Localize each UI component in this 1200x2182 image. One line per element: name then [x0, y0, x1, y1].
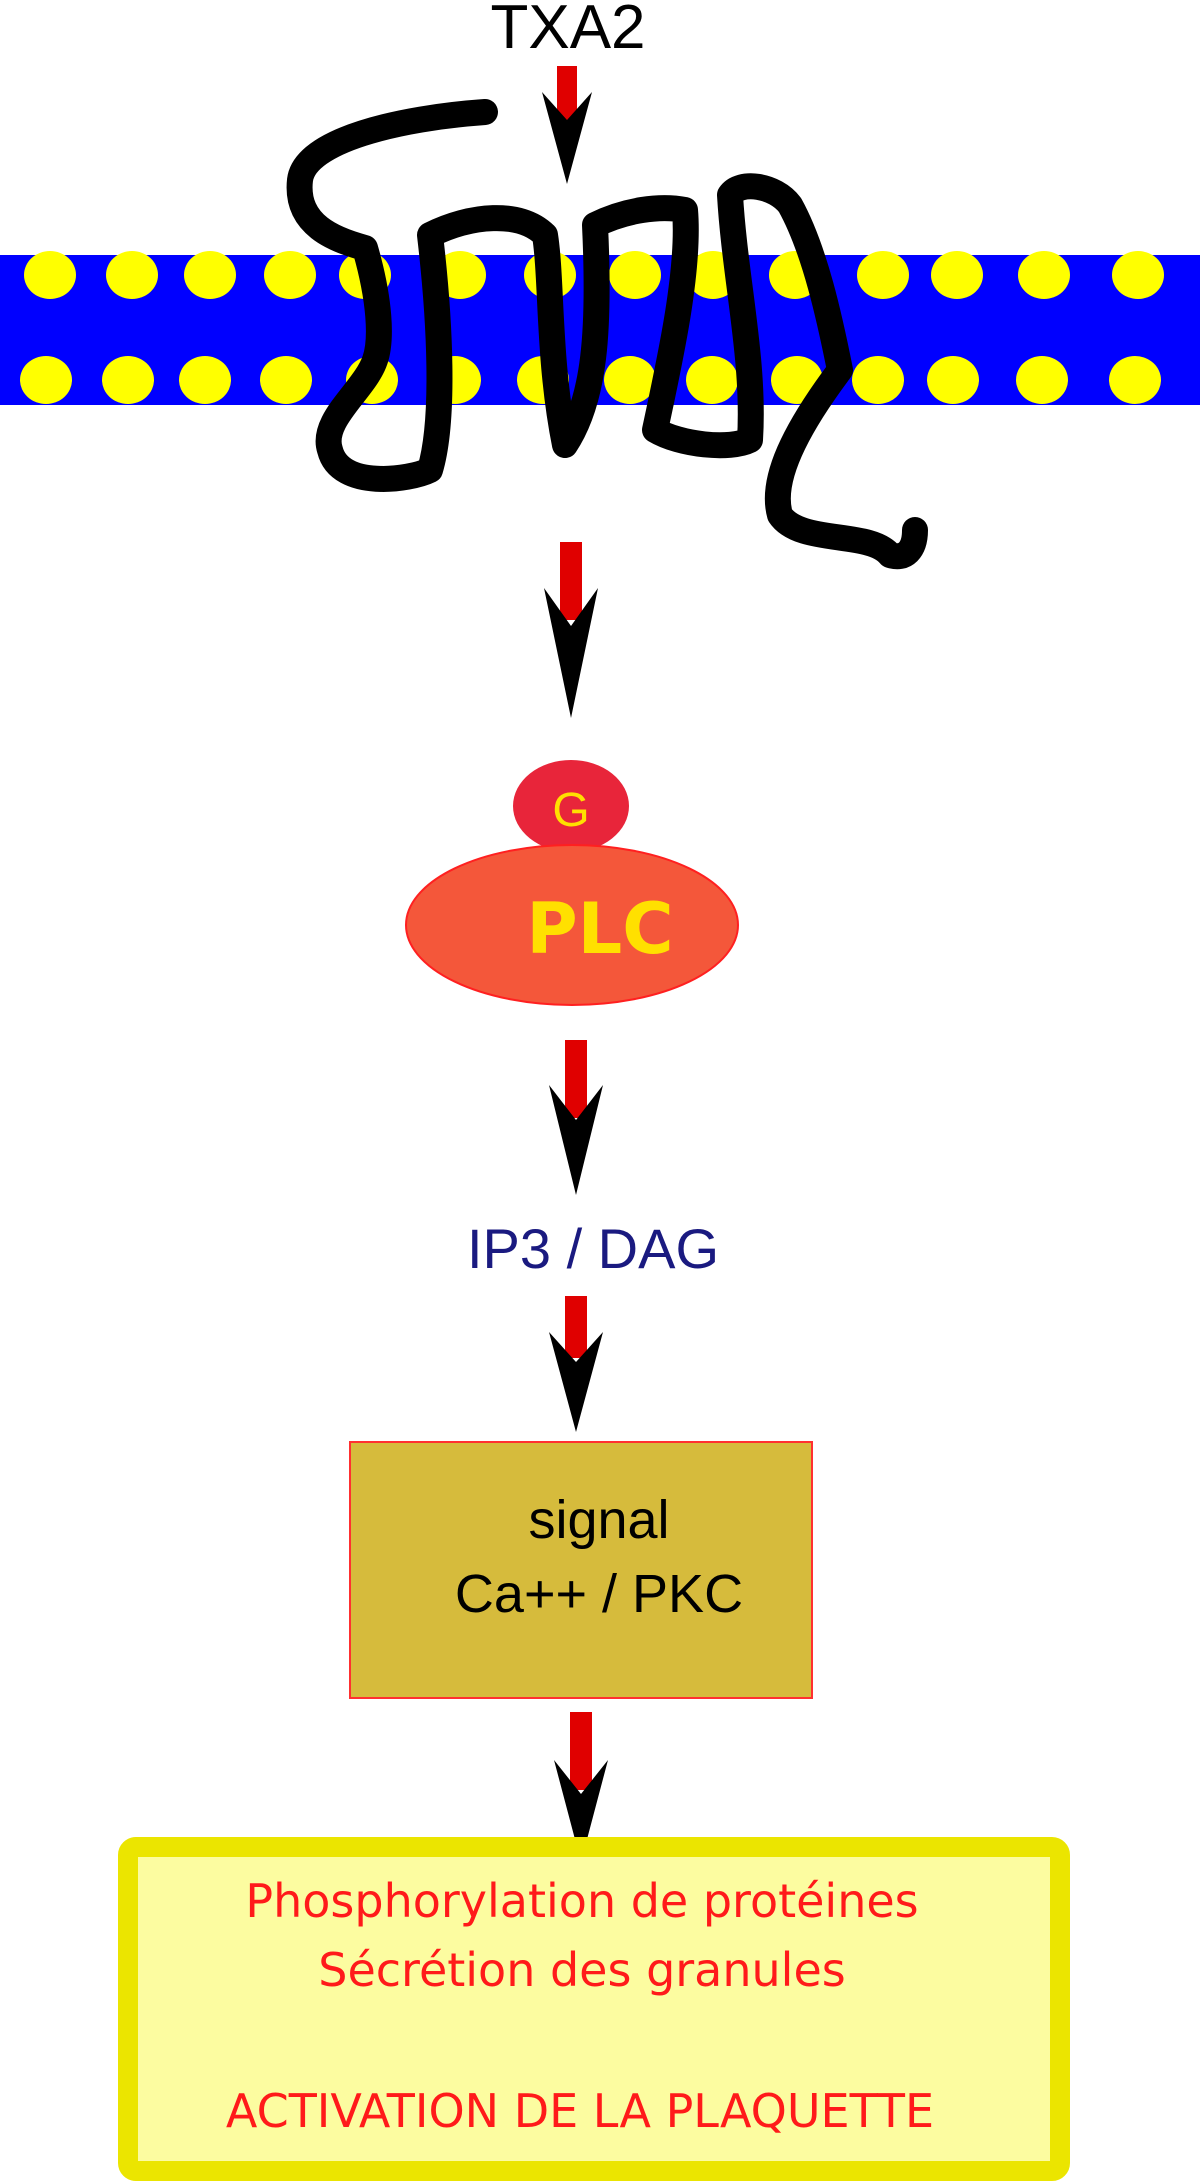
- ligand-label: TXA2: [490, 0, 645, 62]
- second-messengers-label: IP3 / DAG: [467, 1217, 719, 1280]
- result-line-2: Sécrétion des granules: [318, 1943, 845, 1997]
- lipid-head: [927, 356, 979, 404]
- lipid-head: [609, 251, 661, 299]
- lipid-head: [179, 356, 231, 404]
- lipid-head: [1016, 356, 1068, 404]
- lipid-head: [931, 251, 983, 299]
- seven-transmembrane-receptor-icon: [286, 99, 928, 570]
- plc-enzyme: PLC: [405, 844, 739, 1006]
- result-box: Phosphorylation de protéines Sécrétion d…: [118, 1837, 1070, 2181]
- lipid-head: [852, 356, 904, 404]
- down-arrow-icon: [549, 1040, 603, 1195]
- g-protein: G: [513, 760, 629, 852]
- down-arrow-icon: [542, 66, 592, 184]
- down-arrow-icon: [549, 1296, 603, 1432]
- down-arrow-icon: [544, 542, 598, 718]
- lipid-head: [264, 251, 316, 299]
- lipid-head: [604, 356, 656, 404]
- lipid-head: [184, 251, 236, 299]
- plc-label: PLC: [526, 888, 673, 970]
- signal-line-1: signal: [528, 1490, 669, 1550]
- lipid-head: [106, 251, 158, 299]
- lipid-head: [1112, 251, 1164, 299]
- signal-line-2: Ca++ / PKC: [455, 1564, 743, 1624]
- g-protein-label: G: [552, 784, 589, 837]
- lipid-head: [24, 251, 76, 299]
- lipid-head: [102, 356, 154, 404]
- lipid-head: [260, 356, 312, 404]
- lipid-head: [20, 356, 72, 404]
- result-line-3: ACTIVATION DE LA PLAQUETTE: [226, 2084, 934, 2138]
- result-line-1: Phosphorylation de protéines: [245, 1874, 918, 1928]
- lipid-head: [686, 356, 738, 404]
- signal-box: signal Ca++ / PKC: [349, 1441, 813, 1699]
- down-arrow-icon: [554, 1712, 608, 1862]
- lipid-head: [1018, 251, 1070, 299]
- lipid-head: [1109, 356, 1161, 404]
- lipid-head: [857, 251, 909, 299]
